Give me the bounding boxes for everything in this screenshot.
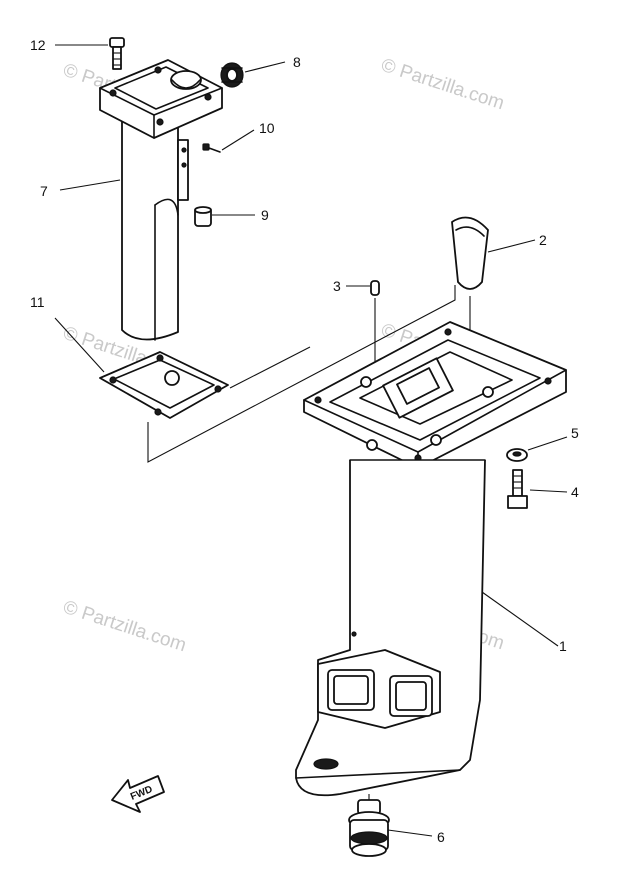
callout-10: 10 [259, 120, 275, 136]
callout-8: 8 [293, 54, 301, 70]
callout-9: 9 [261, 207, 269, 223]
part-upper-casing-1 [295, 321, 567, 797]
callout-leaders [54, 44, 568, 837]
callout-3: 3 [333, 278, 341, 294]
callout-4: 4 [571, 484, 579, 500]
callout-1: 1 [559, 638, 567, 654]
callout-7: 7 [40, 183, 48, 199]
part-screw-12 [109, 37, 125, 70]
part-collar-9 [194, 206, 212, 227]
part-grommet-6 [348, 794, 390, 857]
callout-6: 6 [437, 829, 445, 845]
assembly-guide-lines [147, 285, 456, 463]
callout-labels: 12 8 10 7 9 2 3 11 5 4 1 6 [30, 37, 579, 845]
fwd-arrow-icon: FWD [111, 775, 165, 813]
part-grommet-8 [220, 62, 244, 88]
callout-5: 5 [571, 425, 579, 441]
part-exhaust-guide-7 [99, 59, 223, 341]
part-gasket-11 [99, 351, 229, 419]
part-screw-10 [202, 143, 221, 153]
callout-12: 12 [30, 37, 46, 53]
part-washer-5 [506, 448, 528, 462]
callout-2: 2 [539, 232, 547, 248]
watermark: © Partzilla.com [378, 55, 506, 115]
part-bolt-4 [507, 469, 528, 509]
callout-11: 11 [30, 294, 45, 310]
watermark: © Partzilla.com [60, 597, 188, 657]
